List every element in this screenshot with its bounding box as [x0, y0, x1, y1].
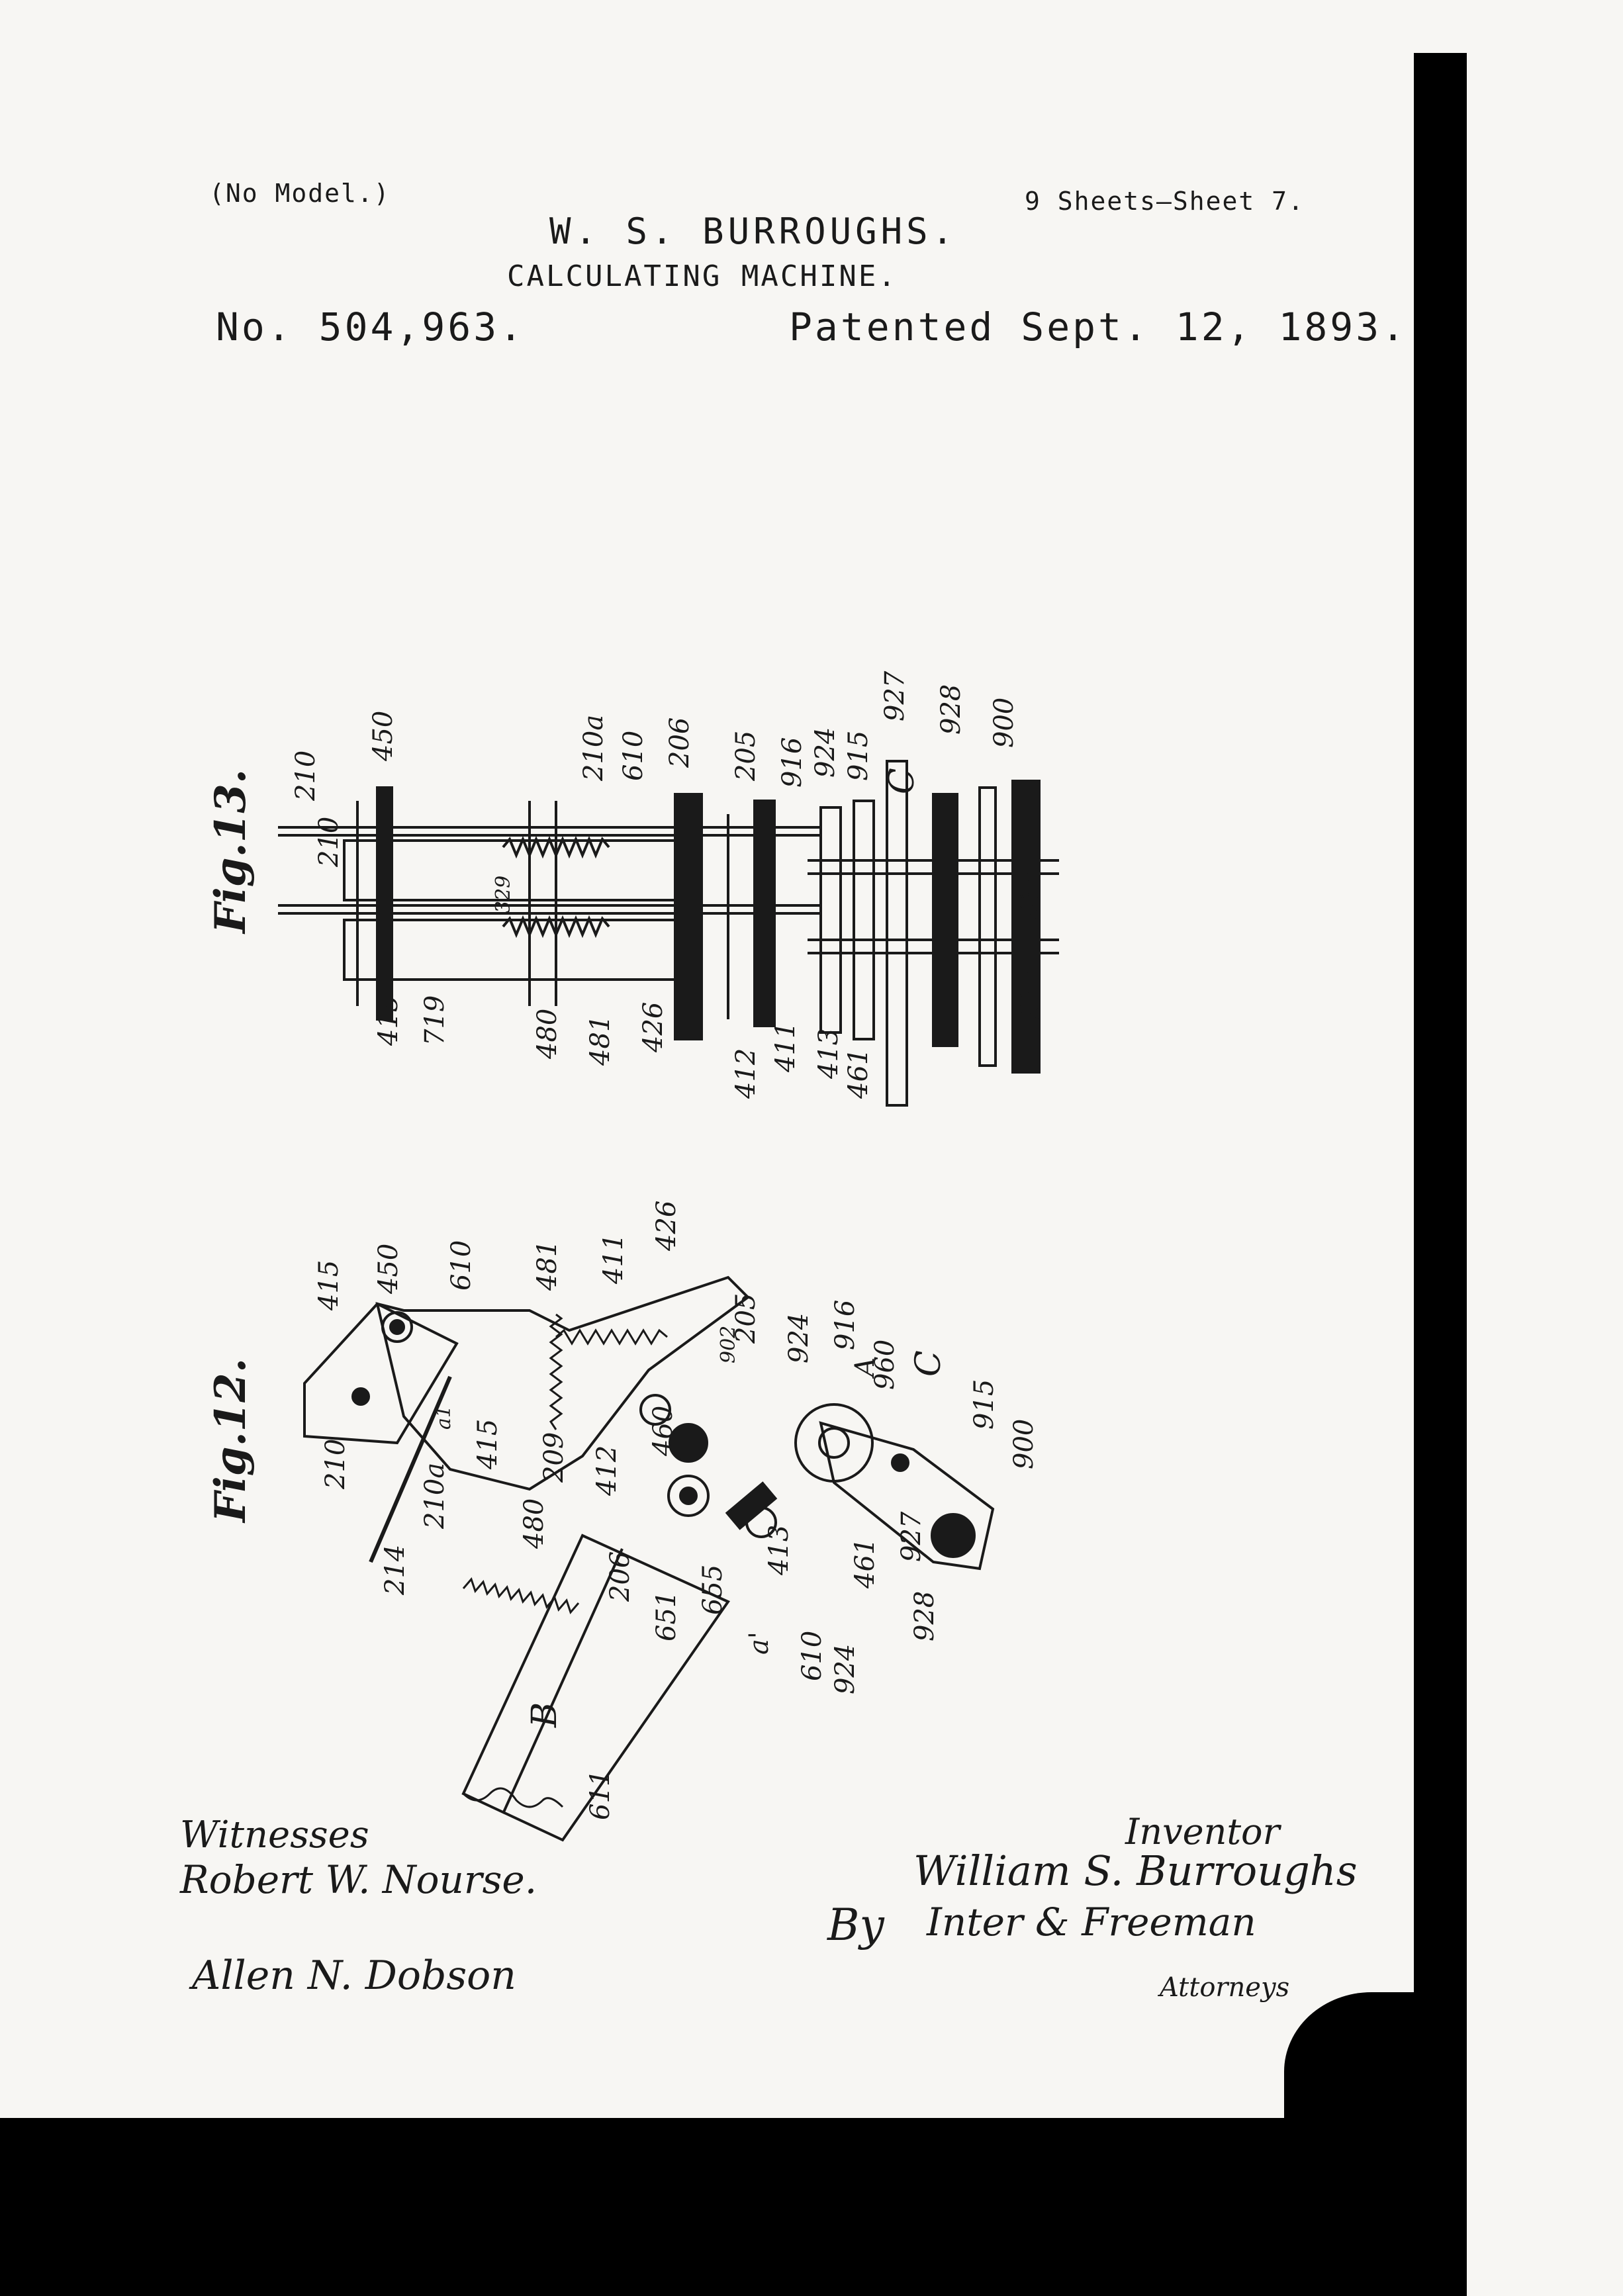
fig12-drawing: Fig.12. 415 450 610 [206, 1201, 1039, 1842]
fig12-label-924-top: 924 [784, 1313, 814, 1363]
fig12-label-415-mid: 415 [473, 1419, 503, 1470]
fig12-label-481: 481 [532, 1240, 563, 1291]
fig13-label-915-mid: 915 [1015, 870, 1046, 920]
fig12-label-209: 209 [539, 1432, 569, 1483]
fig12-label-a-prime: a' [744, 1631, 774, 1655]
fig13-label-412: 412 [731, 1048, 761, 1099]
sheet-count: 9 Sheets—Sheet 7. [1025, 187, 1305, 216]
fig13-label-481: 481 [585, 1015, 616, 1066]
witness-signature-2: Allen N. Dobson [192, 1952, 516, 1999]
fig13-label-915-top: 915 [843, 731, 874, 781]
fig13-label-413: 413 [813, 1029, 844, 1079]
fig13-label-915-bottom: 915 [1015, 969, 1046, 1019]
inventor-label: Inventor [1125, 1811, 1280, 1853]
fig12-label-426: 426 [651, 1201, 682, 1252]
fig12-label-902: 902 [717, 1326, 740, 1363]
fig13-label-205: 205 [731, 731, 761, 782]
fig12-label-460: 460 [648, 1406, 678, 1457]
fig13-label-210: 210 [291, 751, 321, 802]
fig12-label-655: 655 [698, 1565, 728, 1615]
witnesses-label: Witnesses [180, 1814, 369, 1857]
fig12-label-210: 210 [320, 1439, 351, 1490]
fig13-label-480: 480 [532, 1009, 563, 1060]
fig12-label-214: 214 [380, 1545, 410, 1596]
fig13-label-group: Fig.13. [206, 769, 255, 935]
fig13-label-450: 450 [368, 711, 398, 762]
fig13-label-900: 900 [989, 698, 1019, 748]
patent-number: No. 504,963. [216, 304, 526, 349]
fig13-label-210a: 210a [579, 715, 609, 782]
fig13-drawing: Fig.13. 210 450 [206, 670, 1059, 1107]
right-edge-paper-stub [1467, 53, 1623, 2296]
fig13-label-426: 426 [638, 1002, 669, 1053]
fig12-label-651: 651 [651, 1591, 682, 1641]
fig12-label-611: 611 [585, 1770, 616, 1820]
fig13-label-927: 927 [880, 670, 910, 721]
fig12-label-206: 206 [605, 1551, 635, 1602]
inventor-signature: William S. Burroughs [913, 1847, 1358, 1895]
fig12-label-924-bottom: 924 [830, 1644, 860, 1694]
fig13-label-928: 928 [936, 684, 966, 735]
witness-signature-1: Robert W. Nourse. [180, 1857, 537, 1902]
fig12-label-610-top: 610 [446, 1240, 477, 1291]
bottom-border [0, 2118, 1467, 2296]
fig13-label-206: 206 [665, 717, 695, 768]
fig13-label-610: 610 [618, 731, 649, 781]
fig13-label-210-mid: 210 [314, 817, 344, 868]
fig12-label-480: 480 [519, 1498, 549, 1549]
fig12-label-610-bottom: 610 [797, 1631, 827, 1681]
fig13-label-411: 411 [770, 1022, 801, 1073]
fig13-label-415: 415 [373, 995, 404, 1046]
fig12-label-a1: a1 [432, 1405, 455, 1430]
fig12-label-960: 960 [870, 1340, 900, 1390]
attorneys-label: Attorneys [1160, 1972, 1290, 2003]
fig12-label-916: 916 [830, 1300, 860, 1350]
fig12-label-915: 915 [969, 1379, 999, 1430]
fig12-label-412: 412 [592, 1446, 622, 1496]
fig12-label-205: 205 [731, 1293, 761, 1344]
fig12-label-928: 928 [909, 1591, 940, 1641]
fig13-label-719: 719 [420, 995, 450, 1046]
fig12-label: Fig.12. [206, 1358, 255, 1524]
fig13-label-329: 329 [492, 876, 515, 913]
fig12-label-group: Fig.12. [206, 1358, 255, 1524]
attorney-signature: Inter & Freeman [927, 1900, 1256, 1945]
fig12-label-411: 411 [598, 1234, 629, 1285]
fig12-label-210a: 210a [420, 1463, 450, 1530]
fig12-label-415-top: 415 [314, 1260, 344, 1311]
fig13-label-461: 461 [843, 1048, 874, 1099]
model-note: (No Model.) [209, 179, 391, 208]
patented-date: Patented Sept. 12, 1893. [789, 304, 1408, 349]
fig12-label-900: 900 [1009, 1419, 1039, 1469]
inventor-name: W. S. BURROUGHS. [549, 210, 958, 252]
fig13-label-924: 924 [810, 727, 841, 778]
right-border [1414, 53, 1467, 2197]
patent-title: CALCULATING MACHINE. [507, 259, 898, 293]
fig13-label-916: 916 [777, 737, 808, 788]
by-label: By [827, 1900, 884, 1951]
fig12-label-450: 450 [373, 1244, 404, 1295]
fig12-label-A: A [850, 1357, 880, 1379]
fig12-label-B: B [525, 1702, 565, 1728]
fig12-label-927: 927 [896, 1511, 927, 1562]
fig12-label-461: 461 [850, 1538, 880, 1589]
fig12-label-413: 413 [764, 1525, 794, 1576]
bottom-right-torn-corner [1284, 1992, 1430, 2125]
fig13-label: Fig.13. [206, 769, 255, 935]
fig13-label-C: C [882, 768, 922, 794]
fig12-label-C: C [909, 1350, 949, 1377]
